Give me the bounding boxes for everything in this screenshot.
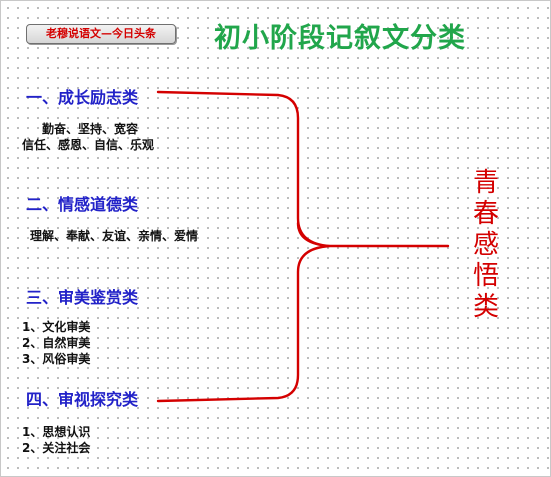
side-label-char: 感 [472, 230, 499, 260]
side-label-char: 类 [472, 292, 499, 322]
category-item: 3、风俗审美 [22, 352, 91, 366]
category-heading-growth: 一、成长励志类 [26, 88, 139, 107]
category-items-growth: 勤奋、坚持、宽容 信任、感恩、自信、乐观 [22, 121, 154, 153]
side-label-char: 青 [472, 168, 499, 198]
category-items-aesthetic: 1、文化审美 2、自然审美 3、风俗审美 [22, 319, 90, 367]
category-item: 理解、奉献、友谊、亲情、爱情 [30, 229, 199, 243]
category-item: 勤奋、坚持、宽容 [42, 122, 139, 136]
category-items-inquiry: 1、思想认识 2、关注社会 [22, 424, 90, 456]
category-item: 1、思想认识 [22, 425, 91, 439]
side-label-char: 春 [472, 199, 499, 229]
category-items-emotion: 理解、奉献、友谊、亲情、爱情 [30, 228, 198, 244]
category-item: 信任、感恩、自信、乐观 [22, 138, 155, 152]
category-heading-emotion: 二、情感道德类 [26, 195, 139, 214]
category-heading-inquiry: 四、审视探究类 [26, 390, 139, 409]
page-title: 初小阶段记叙文分类 [214, 23, 466, 54]
side-label-youth-reflection: 青 春 感 悟 类 [466, 168, 506, 323]
side-label-char: 悟 [472, 261, 499, 291]
category-item: 2、关注社会 [22, 441, 91, 455]
category-item: 2、自然审美 [22, 336, 91, 350]
source-badge: 老穆说语文—今日头条 [26, 24, 176, 44]
category-heading-aesthetic: 三、审美鉴赏类 [26, 288, 139, 307]
category-item: 1、文化审美 [22, 320, 91, 334]
